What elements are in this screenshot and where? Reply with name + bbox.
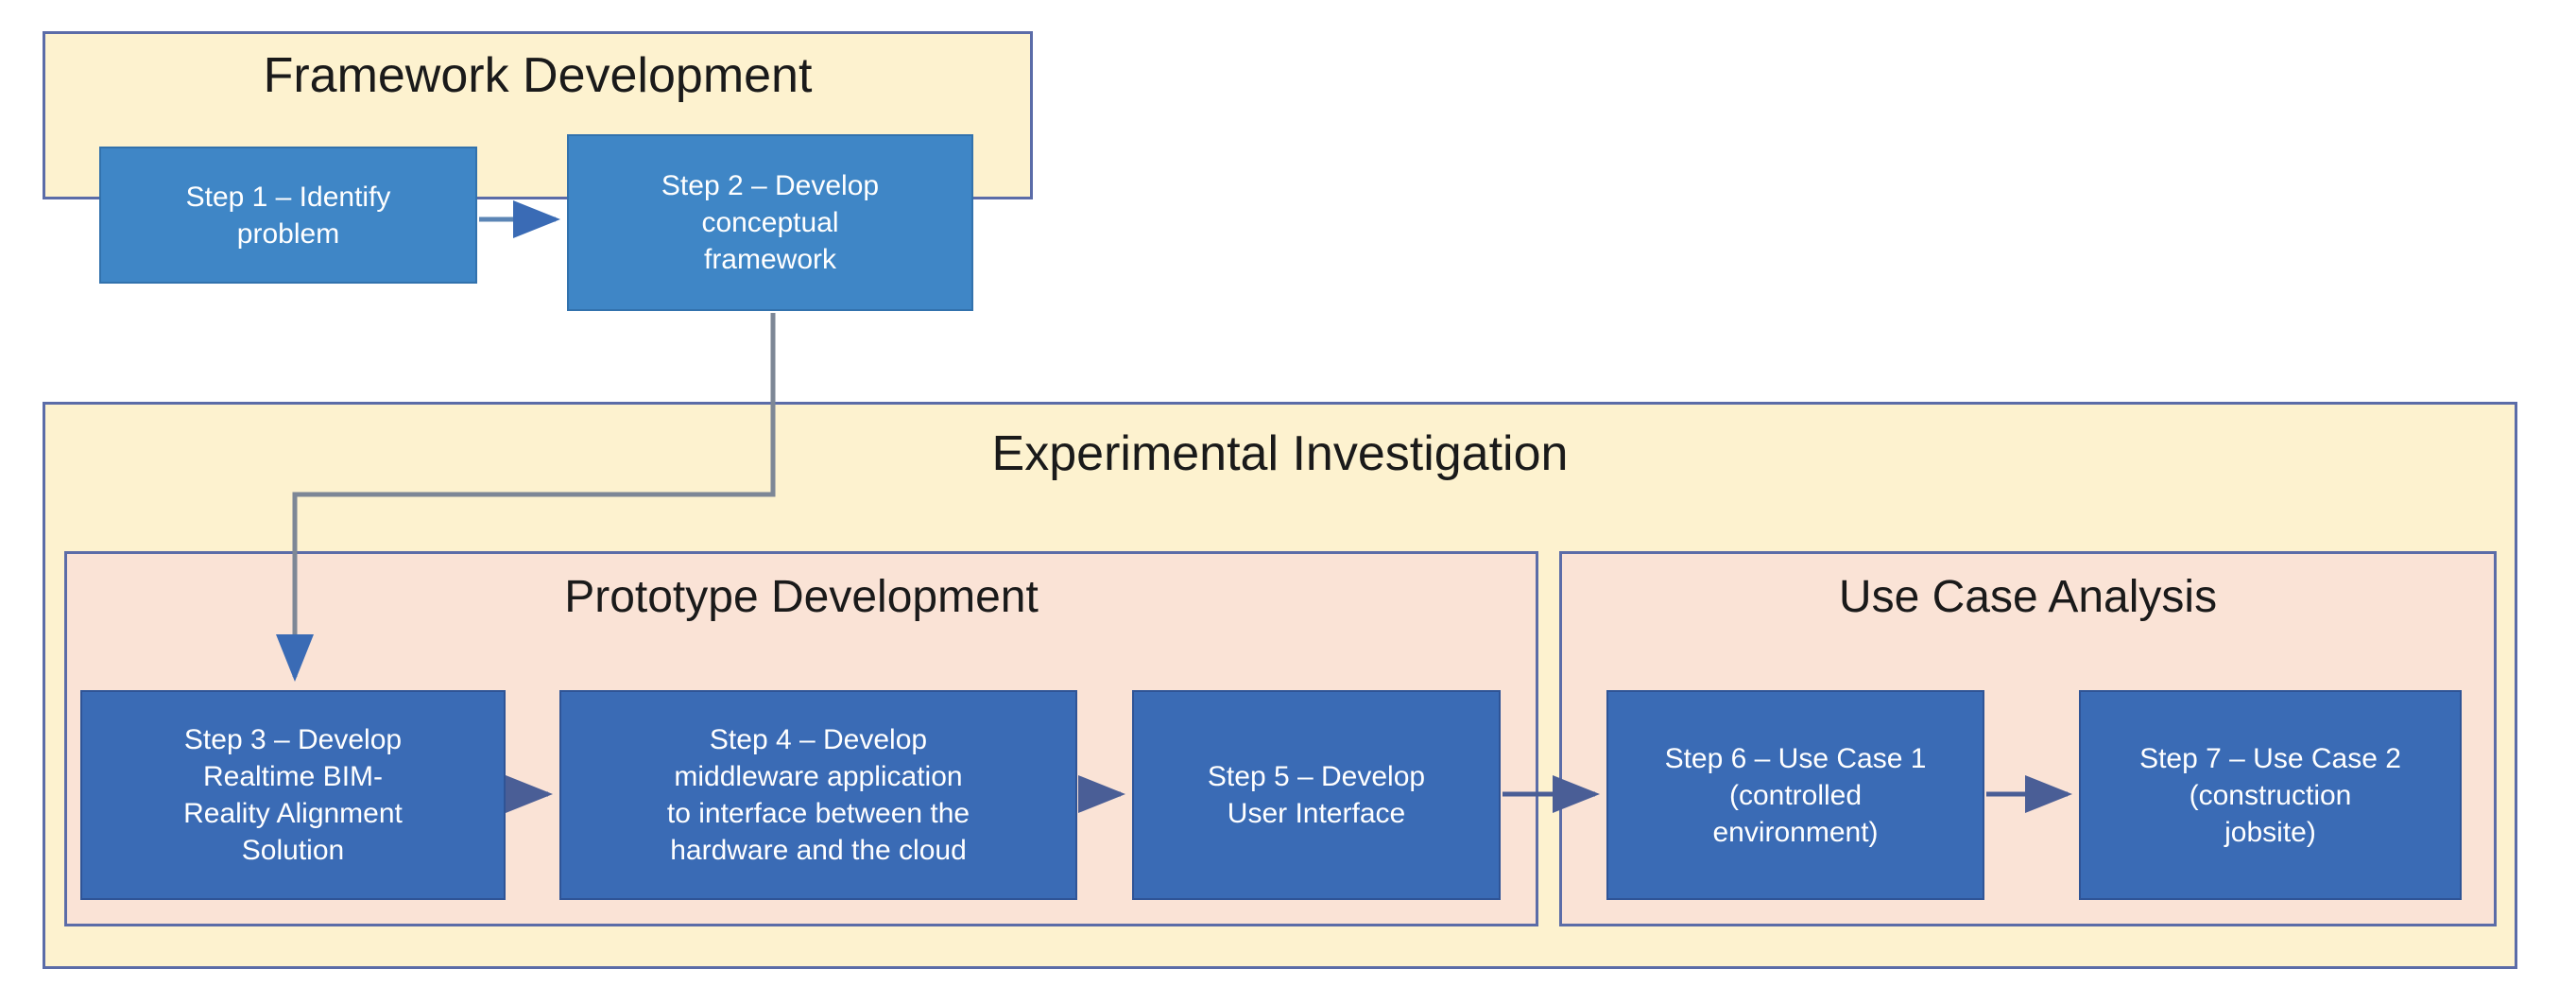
step-1-label: Step 1 – Identify problem [185,181,391,250]
step-2-box[interactable]: Step 2 – Develop conceptual framework [567,134,973,311]
step-4-label: Step 4 – Develop middleware application … [666,724,970,866]
step-1-box[interactable]: Step 1 – Identify problem [99,147,477,284]
subgroup-prototype-development-title: Prototype Development [564,572,1039,622]
step-7-box[interactable]: Step 7 – Use Case 2 (construction jobsit… [2079,690,2462,900]
step-4-box[interactable]: Step 4 – Develop middleware application … [559,690,1077,900]
step-6-label: Step 6 – Use Case 1 (controlled environm… [1664,742,1927,848]
step-2-label: Step 2 – Develop conceptual framework [661,170,880,275]
step-5-box[interactable]: Step 5 – Develop User Interface [1132,690,1501,900]
step-7-label: Step 7 – Use Case 2 (construction jobsit… [2139,742,2401,848]
step-3-label: Step 3 – Develop Realtime BIM- Reality A… [183,724,403,866]
step-5-label: Step 5 – Develop User Interface [1207,761,1426,829]
step-6-box[interactable]: Step 6 – Use Case 1 (controlled environm… [1606,690,1984,900]
subgroup-use-case-analysis-title: Use Case Analysis [1838,572,2218,622]
step-3-box[interactable]: Step 3 – Develop Realtime BIM- Reality A… [80,690,506,900]
group-framework-development-title: Framework Development [263,48,813,103]
group-experimental-investigation-title: Experimental Investigation [991,426,1569,481]
